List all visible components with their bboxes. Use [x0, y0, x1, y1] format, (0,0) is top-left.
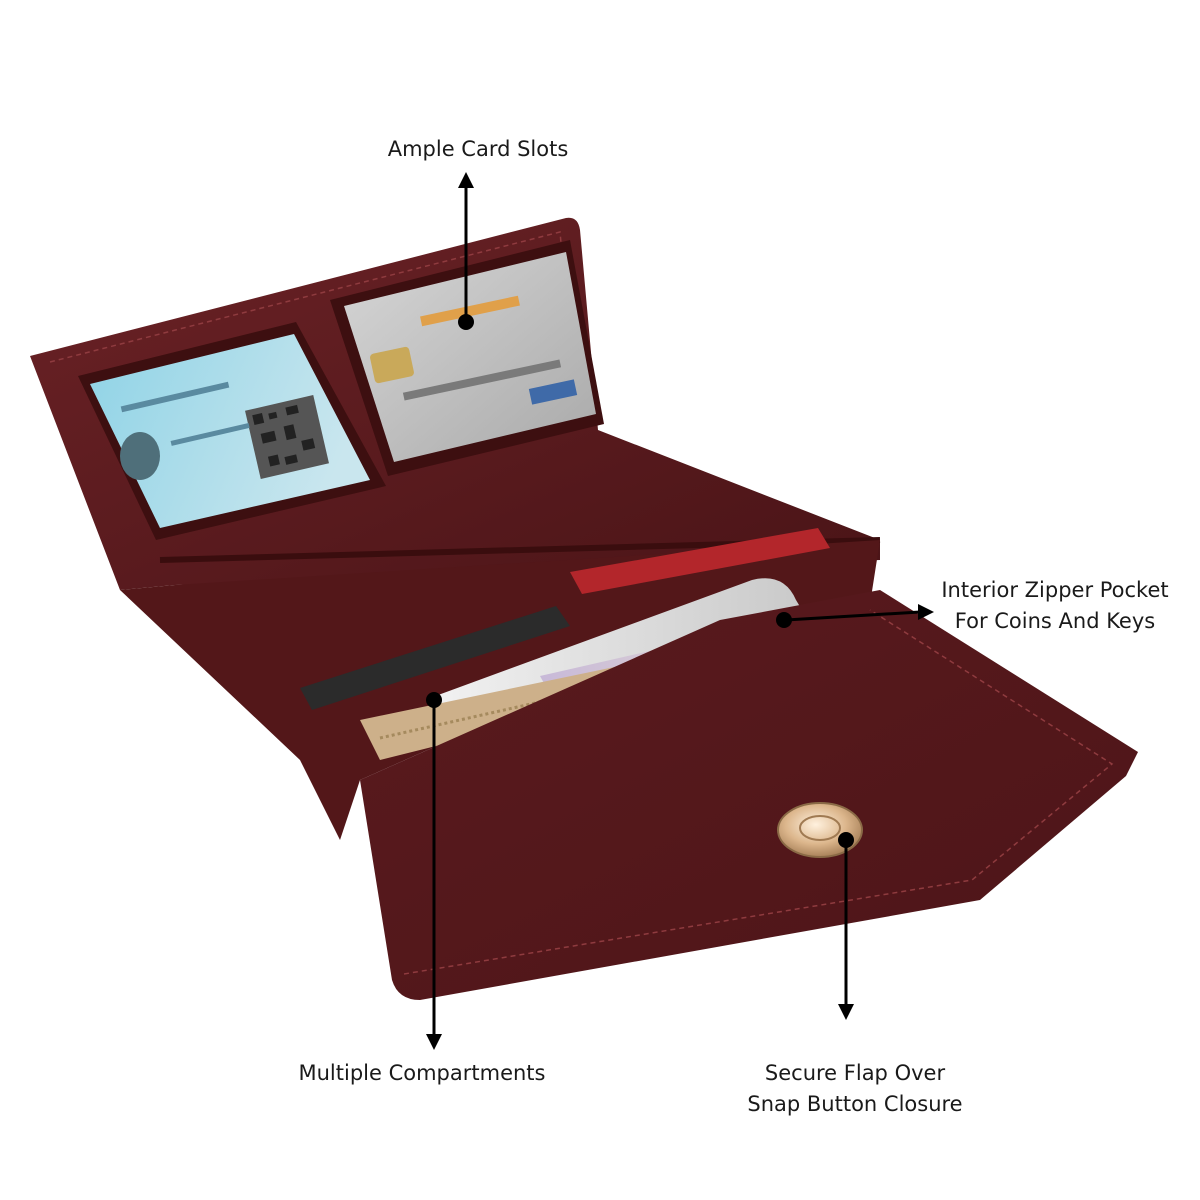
- callout-zipper-pocket: Interior Zipper Pocket For Coins And Key…: [910, 575, 1200, 637]
- callout-card-slots-text: Ample Card Slots: [387, 137, 569, 161]
- arrow-compartments: [426, 692, 442, 1050]
- callout-zipper-line1: Interior Zipper Pocket: [941, 578, 1169, 602]
- snap-button: [777, 802, 863, 858]
- red-card: [570, 528, 830, 594]
- arrow-snap-closure: [838, 832, 854, 1020]
- callout-zipper-line2: For Coins And Keys: [954, 609, 1156, 633]
- card-stack: [300, 606, 570, 710]
- callout-flap-line1: Secure Flap Over: [764, 1061, 946, 1085]
- arrow-card-slots: [458, 172, 474, 330]
- front-flap: [360, 590, 1138, 1000]
- arrow-zipper-pocket: [776, 604, 934, 628]
- callout-compartments: Multiple Compartments: [282, 1058, 562, 1089]
- callout-card-slots: Ample Card Slots: [358, 134, 598, 165]
- id-card-window: [78, 322, 386, 540]
- callout-flap-line2: Snap Button Closure: [747, 1092, 963, 1116]
- callout-compartments-text: Multiple Compartments: [298, 1061, 546, 1085]
- callout-snap-closure: Secure Flap Over Snap Button Closure: [720, 1058, 990, 1120]
- debit-card-window: [330, 240, 604, 476]
- front-flap-stitch: [403, 609, 1114, 975]
